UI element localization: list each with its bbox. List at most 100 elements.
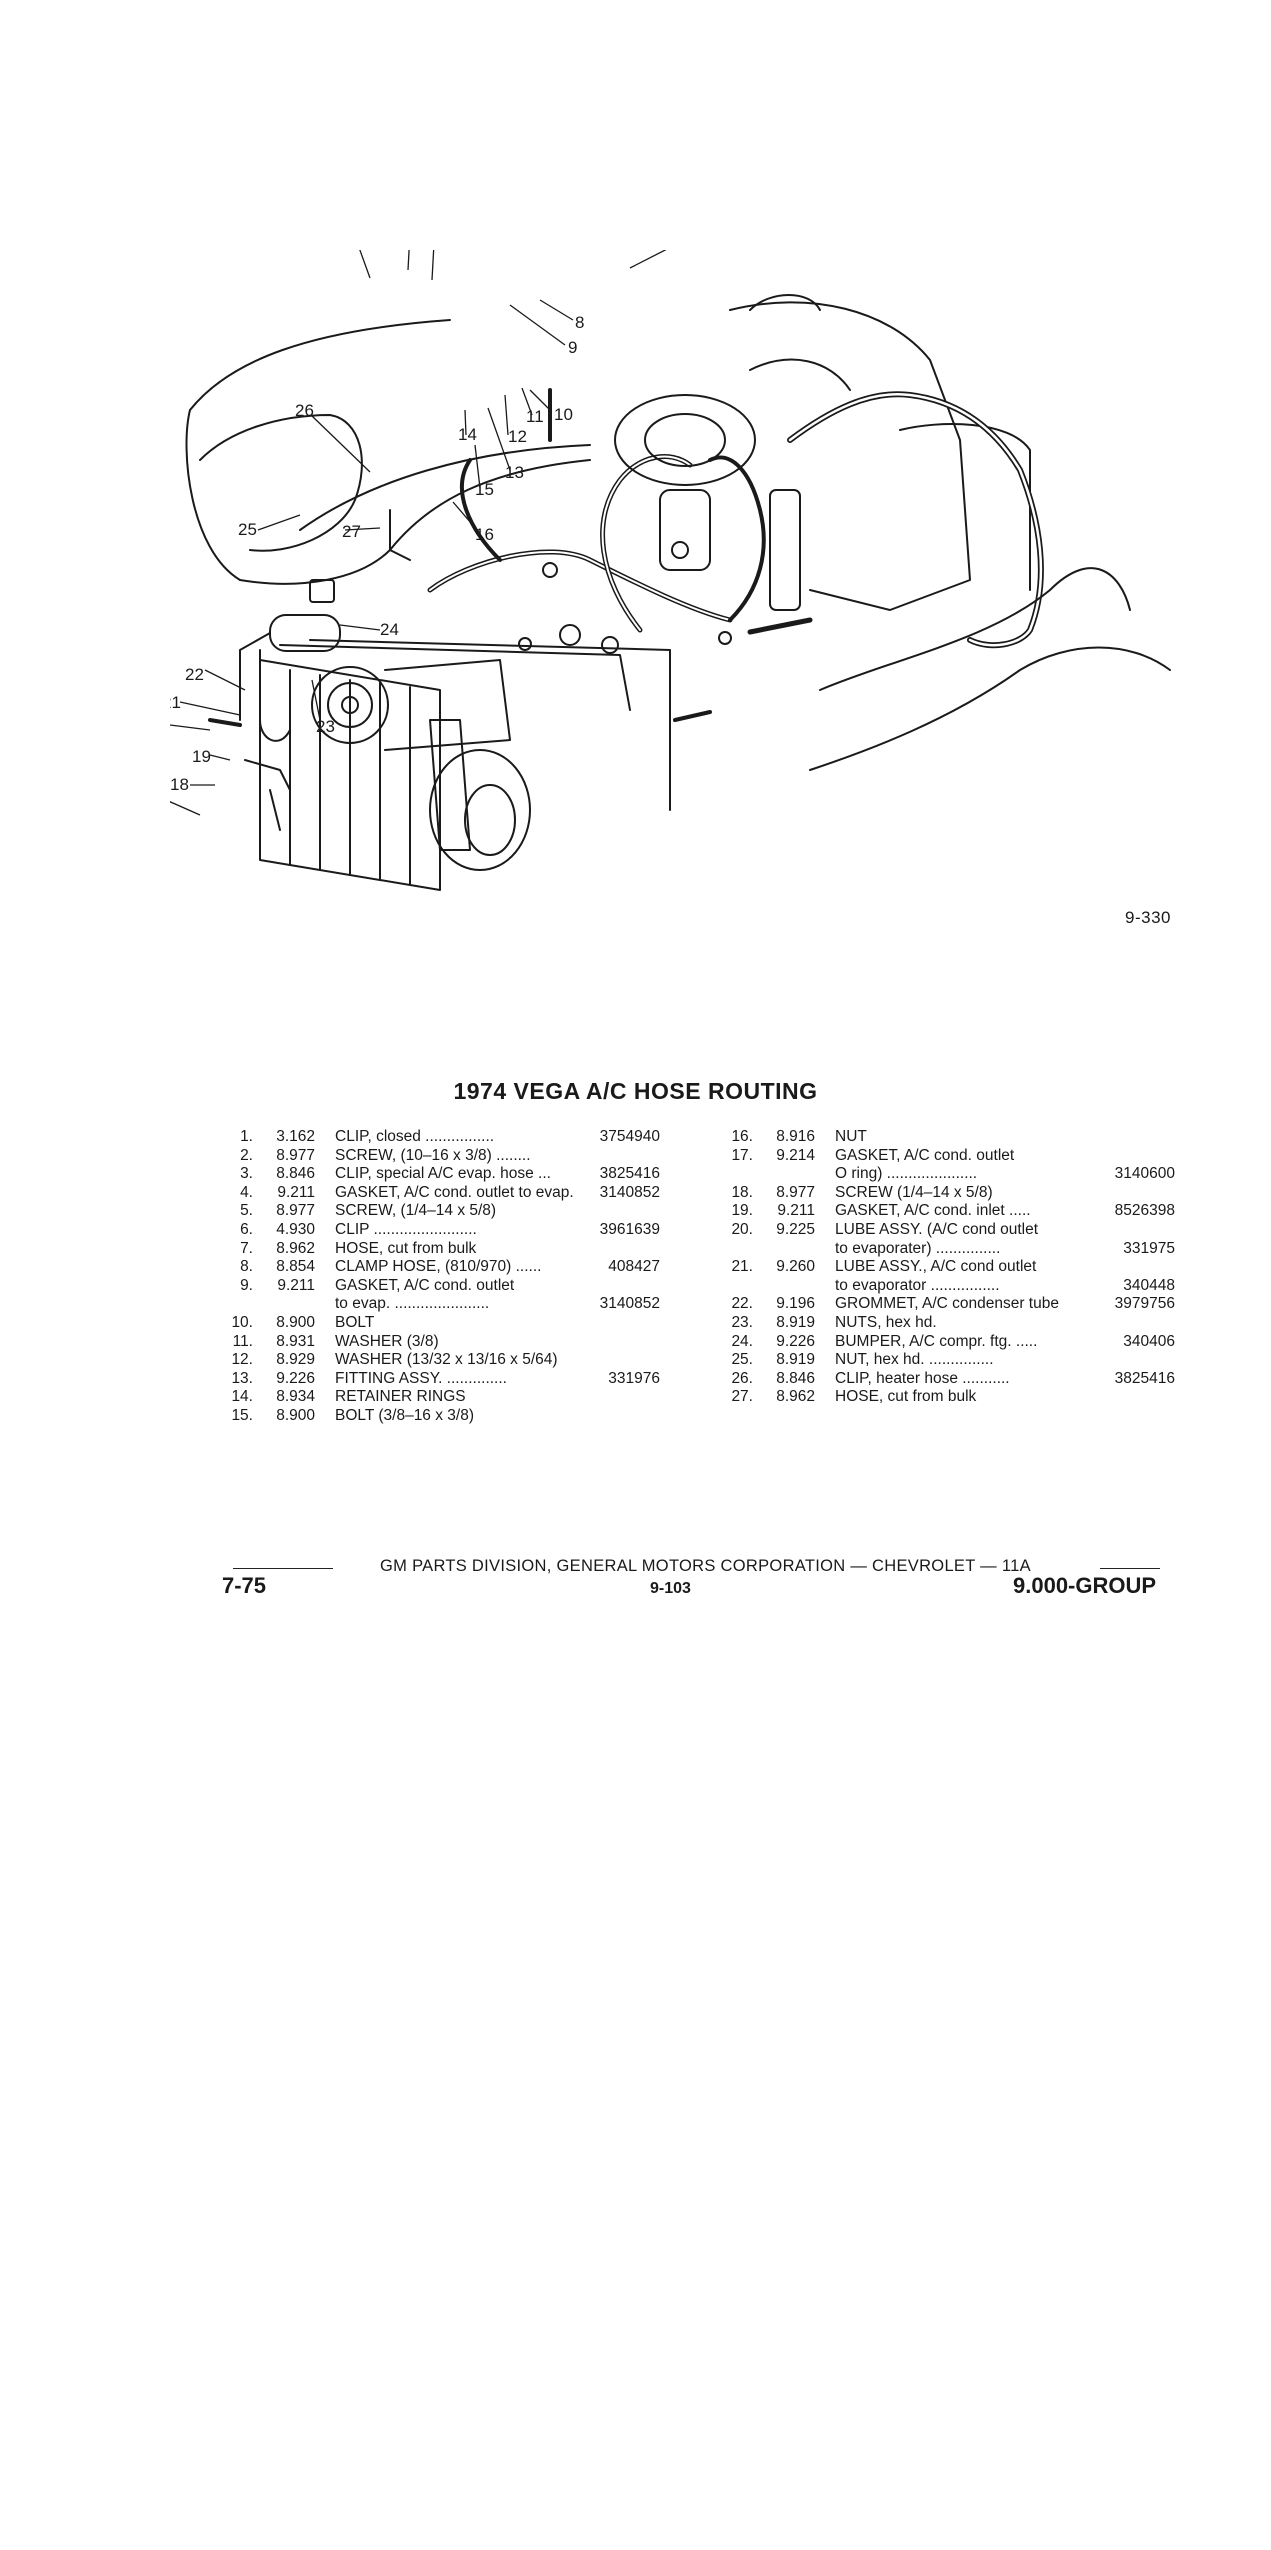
part-description: RETAINER RINGS: [335, 1388, 466, 1406]
group-code: 8.977: [276, 1202, 315, 1220]
group-code: 8.919: [776, 1313, 815, 1331]
part-index: 13.: [231, 1369, 253, 1387]
part-description: WASHER (13/32 x 13/16 x 5/64): [335, 1351, 558, 1369]
part-number: [584, 1351, 660, 1370]
figure-number: 9-330: [1125, 908, 1171, 927]
parts-list-row: to evaporator ................ 340448: [705, 1277, 1175, 1296]
part-number: [1099, 1258, 1175, 1277]
part-index: [705, 1277, 753, 1296]
callout-10: 10: [554, 405, 573, 424]
part-number: [1099, 1351, 1175, 1370]
part-index: [705, 1165, 753, 1184]
group-code: 9.214: [776, 1146, 815, 1164]
part-description: CLIP, heater hose ...........: [835, 1369, 1010, 1387]
callout-13: 13: [505, 463, 524, 482]
part-description: NUT: [835, 1128, 867, 1145]
part-description: to evaporater) ...............: [835, 1239, 1001, 1257]
part-description: GASKET, A/C cond. inlet .....: [835, 1202, 1031, 1220]
hose-routing-diagram: 1 2 3 4 5 6 7 8 9 10 11 12 13 14 15 16 1…: [170, 250, 1171, 891]
part-index: 6.: [240, 1220, 253, 1238]
group-code: 8.916: [776, 1128, 815, 1145]
part-index: 14.: [231, 1388, 253, 1406]
group-code: 3.162: [276, 1128, 315, 1145]
callout-9: 9: [568, 338, 577, 357]
group-code: 8.846: [276, 1165, 315, 1183]
group-code: 8.931: [276, 1332, 315, 1350]
part-index: 1.: [240, 1128, 253, 1145]
part-description: BUMPER, A/C compr. ftg. .....: [835, 1332, 1038, 1350]
group-code: [753, 1240, 815, 1259]
group-code: 8.846: [776, 1369, 815, 1387]
callout-11: 11: [526, 407, 544, 426]
part-description: CLIP ........................: [335, 1220, 477, 1238]
callout-14: 14: [458, 425, 477, 444]
part-index: 18.: [731, 1183, 753, 1201]
part-description: HOSE, cut from bulk: [835, 1388, 977, 1406]
part-index: 12.: [231, 1351, 253, 1369]
callout-12: 12: [508, 427, 527, 446]
part-number: [1099, 1314, 1175, 1333]
part-number: 340448: [1123, 1276, 1175, 1294]
part-number: [584, 1388, 660, 1407]
part-description: GASKET, A/C cond. outlet: [335, 1276, 515, 1294]
parts-list-row: O ring) .....................3140600: [705, 1165, 1175, 1184]
group-code: 8.929: [276, 1351, 315, 1369]
part-number: [1099, 1221, 1175, 1240]
footer-publisher-line: GM PARTS DIVISION, GENERAL MOTORS CORPOR…: [380, 1557, 1031, 1575]
page-title: 1974 VEGA A/C HOSE ROUTING: [453, 1078, 818, 1104]
part-index: 23.: [731, 1313, 753, 1331]
callout-labels: 1 2 3 4 5 6 7 8 9 10 11 12 13 14 15 16 1…: [170, 313, 584, 794]
part-number: 340406: [1123, 1332, 1175, 1350]
part-index: 25.: [731, 1351, 753, 1369]
part-description: FITTING ASSY. ..............: [335, 1369, 507, 1387]
part-description: BOLT: [335, 1313, 375, 1331]
group-code: 8.962: [776, 1388, 815, 1406]
part-index: 10.: [231, 1313, 253, 1331]
group-code: 8.977: [276, 1146, 315, 1164]
part-number: [584, 1240, 660, 1259]
part-index: 16.: [731, 1128, 753, 1145]
part-number: [584, 1407, 660, 1426]
group-code: 8.977: [776, 1183, 815, 1201]
part-number: [1099, 1388, 1175, 1407]
part-number: 3825416: [1114, 1369, 1175, 1387]
part-index: 17.: [731, 1146, 753, 1164]
callout-23: 23: [316, 717, 335, 736]
part-number: 408427: [608, 1258, 660, 1276]
part-description: SCREW (1/4–14 x 5/8): [835, 1183, 993, 1201]
part-description: LUBE ASSY. (A/C cond outlet: [835, 1220, 1039, 1238]
part-index: 4.: [240, 1183, 253, 1201]
group-code: 9.260: [776, 1258, 815, 1276]
callout-19: 19: [192, 747, 211, 766]
part-index: 21.: [731, 1258, 753, 1276]
part-description: CLIP, special A/C evap. hose ...: [335, 1165, 551, 1183]
group-code: 9.226: [276, 1369, 315, 1387]
parts-list-row: 16. 8.916 NUT: [705, 1128, 1175, 1147]
part-number: 3140600: [1114, 1165, 1175, 1183]
part-number: 331975: [1123, 1239, 1175, 1257]
part-description: NUT, hex hd. ...............: [835, 1351, 994, 1369]
part-number: 3979756: [1114, 1295, 1175, 1313]
footer-rule-right: [1100, 1568, 1160, 1569]
parts-list-row: 12. 8.929 WASHER (13/32 x 13/16 x 5/64): [205, 1351, 660, 1370]
part-description: to evaporator ................: [835, 1276, 1000, 1294]
group-code: 8.900: [276, 1313, 315, 1331]
engine-block: [729, 301, 971, 611]
group-code: 8.962: [276, 1239, 315, 1257]
